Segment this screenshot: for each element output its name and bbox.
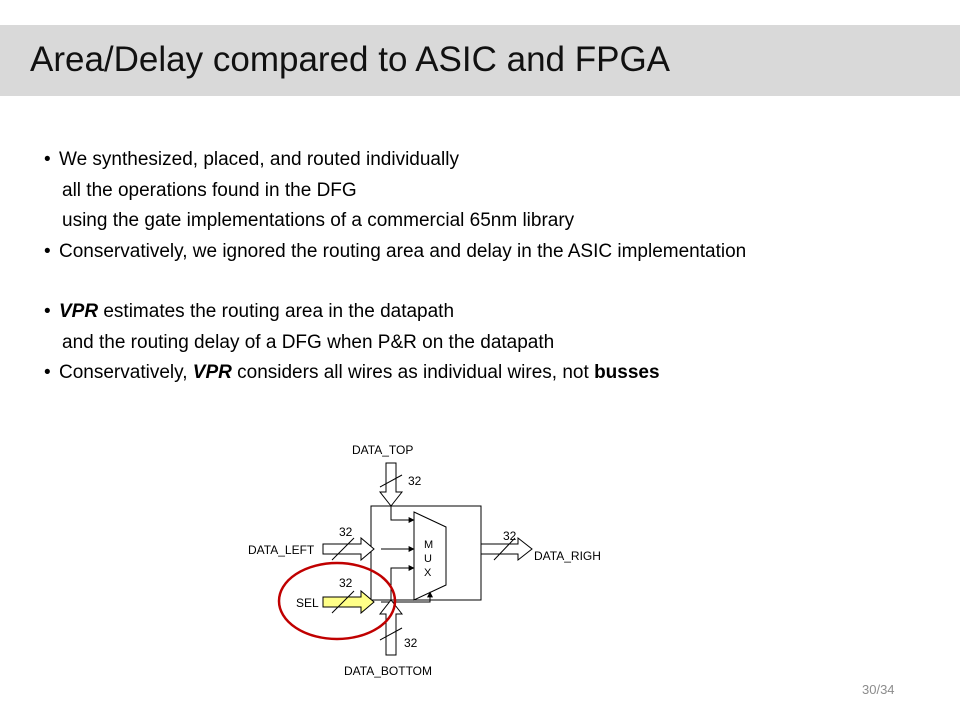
sel-bus-slash — [331, 590, 355, 614]
blank-line — [44, 267, 954, 297]
page-number: 30/34 — [862, 682, 895, 697]
data-bottom-bus-arrow — [378, 599, 404, 656]
bullet-dot: • — [44, 149, 51, 170]
continuation-line-2: all the operations found in the DFG — [44, 176, 954, 207]
sel-highlight-circle — [277, 561, 397, 641]
data-top-bus-slash — [379, 474, 403, 488]
title-bar: Area/Delay compared to ASIC and FPGA — [0, 25, 960, 96]
data-right-bus-arrow — [480, 536, 533, 562]
data-bottom-width: 32 — [404, 636, 418, 650]
sel-label: SEL — [296, 596, 319, 610]
line-text: Conservatively, — [59, 362, 193, 383]
mux-diagram-svg: DATA_TOP 32 M U X DATA_LEFT 32 32 DATA_R… — [248, 443, 609, 678]
bullet-dot: • — [44, 240, 51, 262]
bullet-list: • We synthesized, placed, and routed indi… — [44, 145, 954, 389]
line-text: all the operations found in the DFG — [62, 179, 357, 201]
slide-title: Area/Delay compared to ASIC and FPGA — [30, 40, 671, 79]
mux-label-m: M — [424, 539, 433, 551]
data-bottom-label: DATA_BOTTOM — [344, 664, 432, 678]
mux-diagram: DATA_TOP 32 M U X DATA_LEFT 32 32 DATA_R… — [240, 435, 609, 685]
mux-label-x: X — [424, 567, 432, 579]
vpr-emphasis: VPR — [192, 362, 232, 383]
data-left-width: 32 — [339, 525, 353, 539]
line-text: using the gate implementations of a comm… — [62, 210, 575, 231]
data-left-bus-slash — [331, 537, 355, 561]
mux-label-u: U — [424, 553, 432, 565]
bullet-line-4: • Conservatively, we ignored the routing … — [44, 237, 954, 268]
vpr-emphasis: VPR — [59, 301, 99, 322]
data-right-bus-slash — [493, 537, 516, 561]
data-left-bus-arrow — [322, 536, 375, 562]
line-text: considers all wires as individual wires,… — [231, 362, 595, 383]
sel-width: 32 — [339, 576, 353, 590]
data-top-bus-arrow — [378, 462, 404, 507]
busses-emphasis: busses — [594, 362, 660, 383]
bullet-dot: • — [44, 362, 51, 383]
wire-sel-to-mux — [381, 591, 433, 603]
bullet-dot: • — [44, 301, 51, 322]
data-left-label: DATA_LEFT — [248, 543, 315, 557]
data-right-label: DATA_RIGHT — [534, 549, 600, 563]
line-text: and the routing delay of a DFG when P&R … — [62, 331, 555, 353]
continuation-line-3: using the gate implementations of a comm… — [44, 206, 954, 237]
sel-bus-arrow — [322, 589, 375, 615]
line-text: We synthesized, placed, and routed indiv… — [59, 149, 459, 170]
wire-top-to-mux — [390, 506, 415, 523]
data-top-width: 32 — [408, 474, 422, 488]
data-right-width: 32 — [503, 529, 517, 543]
data-bottom-bus-slash — [379, 627, 403, 641]
line-text: estimates the routing area in the datapa… — [98, 301, 455, 322]
bullet-line-5: • VPR estimates the routing area in the d… — [44, 297, 954, 328]
bullet-line-1: • We synthesized, placed, and routed indi… — [44, 145, 954, 176]
bullet-line-7: • Conservatively, VPR considers all wires… — [44, 358, 954, 389]
data-top-label: DATA_TOP — [352, 443, 413, 457]
continuation-line-6: and the routing delay of a DFG when P&R … — [44, 328, 954, 359]
line-text: Conservatively, we ignored the routing a… — [59, 240, 747, 262]
